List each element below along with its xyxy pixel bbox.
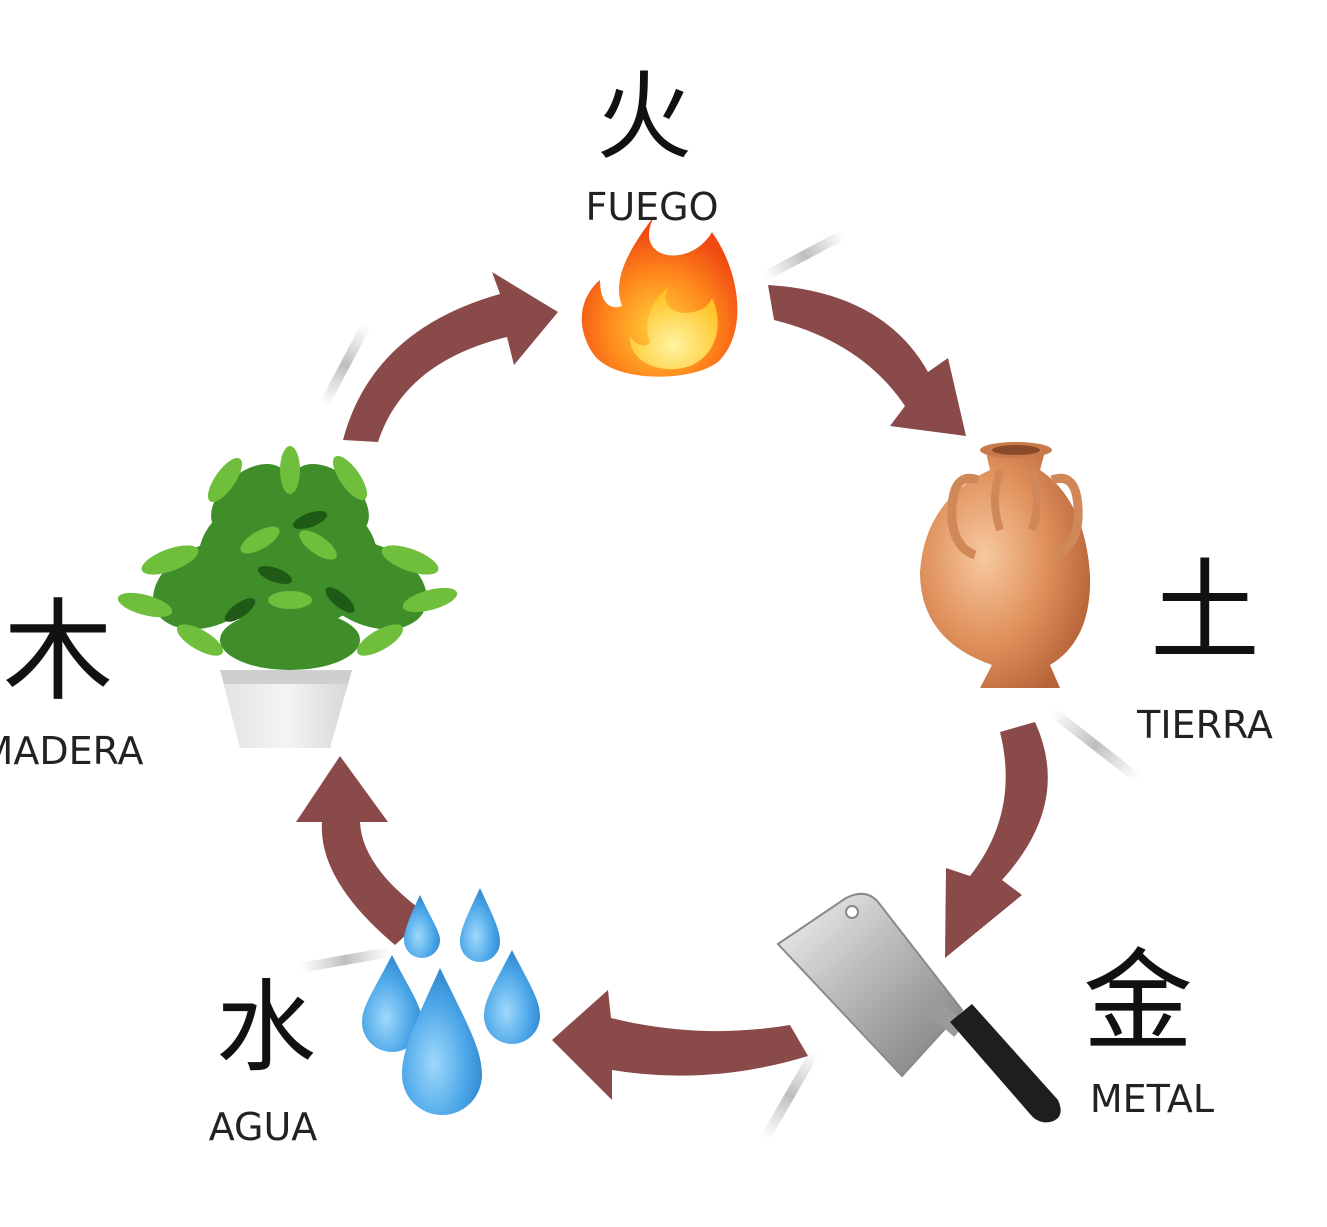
- metal-kanji: 金: [1083, 938, 1193, 1066]
- arrow-water-to-wood: [296, 756, 428, 945]
- fire-label: FUEGO: [585, 185, 718, 229]
- element-metal: 金 METAL: [776, 892, 1214, 1123]
- water-drops-icon: [362, 888, 540, 1115]
- element-water: 水 AGUA: [209, 888, 540, 1149]
- element-fire: 火 FUEGO: [581, 61, 738, 377]
- fire-kanji: 火: [596, 61, 692, 173]
- cycle-arrows: [296, 272, 1048, 1100]
- earth-label: TIERRA: [1136, 703, 1273, 747]
- decorative-smudges: [299, 229, 1142, 1141]
- arrow-wood-to-fire: [343, 272, 558, 442]
- element-wood: 木 MADERA: [0, 446, 458, 773]
- arrow-metal-to-water: [552, 990, 808, 1100]
- earth-kanji: 土: [1150, 548, 1260, 676]
- wood-label: MADERA: [0, 729, 143, 773]
- water-kanji: 水: [216, 969, 316, 1086]
- wood-kanji: 木: [3, 588, 113, 716]
- metal-label: METAL: [1090, 1077, 1214, 1121]
- arrow-earth-to-metal: [945, 722, 1048, 958]
- cleaver-icon: [776, 892, 1061, 1123]
- potted-plant-icon: [117, 446, 458, 748]
- element-earth: 土 TIERRA: [920, 442, 1273, 747]
- arrow-fire-to-earth: [768, 285, 966, 436]
- flame-icon: [581, 215, 738, 377]
- water-label: AGUA: [209, 1105, 318, 1149]
- vase-icon: [920, 442, 1091, 688]
